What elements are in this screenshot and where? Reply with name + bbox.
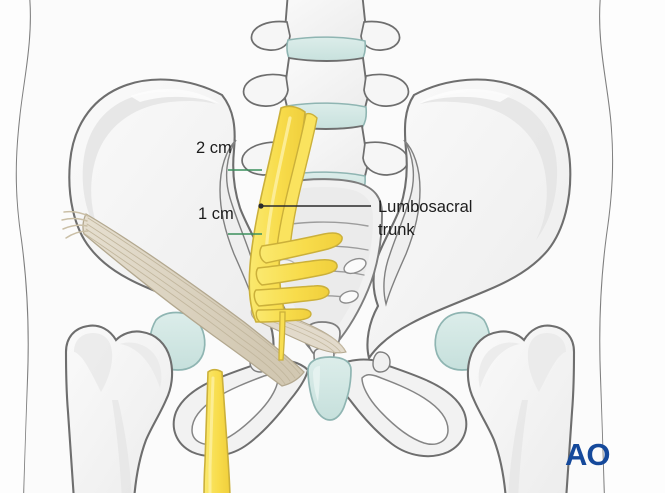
left-sacroiliac-joint [383,139,421,307]
measure-upper-label: 2 cm [196,139,232,157]
left-greater-trochanter-shading [527,333,566,392]
callout-label-line2: trunk [378,221,415,239]
annotation-group: 2 cm 1 cm Lumbosacral trunk [196,139,472,239]
left-iliac-wing [366,78,572,361]
right-femoral-neck-shading [120,342,162,388]
ao-logo: AO [565,437,611,472]
callout-label-line1: Lumbosacral [378,198,472,216]
left-ilium-shading [420,92,558,240]
ligament-frayed-end [61,210,89,239]
ao-logo-text: AO [565,437,610,472]
left-obturator-foramen [361,373,449,445]
sacral-descending-branch [278,311,286,361]
left-femur-shaft-highlight [508,400,528,493]
transverse-process-l3-right [242,73,289,107]
right-femur-shaft-highlight [112,400,132,493]
nerve-highlight-stripe [264,116,292,264]
sciatic-nerve-highlight [208,376,215,493]
right-greater-trochanter-shading [74,333,113,392]
sacral-nerve-root-s2 [255,259,338,286]
sacral-foramen-s1-left [343,257,367,275]
sacral-nerve-root-s3 [253,285,330,307]
measure-lower-label: 1 cm [198,205,234,223]
transverse-process-l2-right [250,20,291,51]
nerve-group [203,105,343,493]
transverse-process-l3-left [363,73,410,107]
pubic-symphysis-highlight [313,366,320,402]
left-ischial-spine [372,351,391,373]
sacral-foramen-s2-left [339,290,359,304]
right-ilium-crest-highlight [130,89,220,104]
left-femoral-neck-shading [478,342,520,388]
ligament-fiber-lines [84,217,301,385]
sacral-nerve-root-s1 [259,232,343,264]
left-ilium-crest-highlight [418,89,510,104]
transverse-process-l4-left [362,141,409,176]
sacrotuberous-ligament [82,213,305,387]
